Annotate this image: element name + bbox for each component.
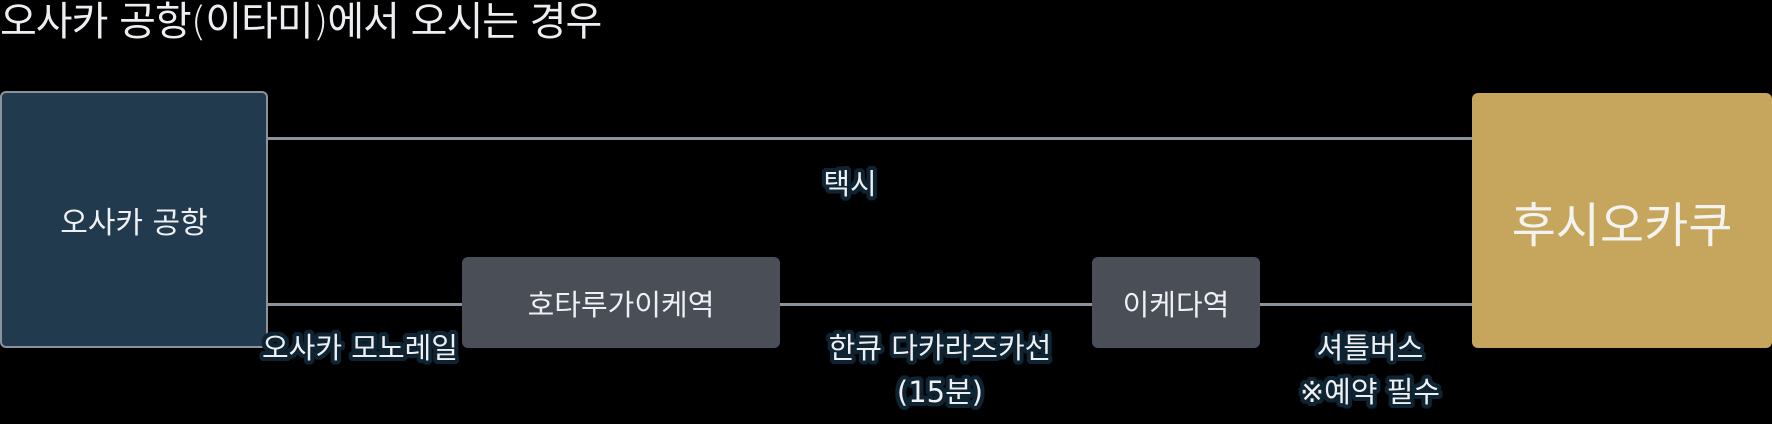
destination-node-fushiokaku: 후시오카쿠 <box>1472 93 1772 348</box>
taxi-route-line <box>266 137 1472 140</box>
station-node-hotarugaike: 호타루가이케역 <box>462 257 780 348</box>
station-node-label: 이케다역 <box>1122 287 1230 322</box>
monorail-label-text: 오사카 모노레일 <box>262 331 458 365</box>
origin-node-label: 오사카 공항 <box>60 205 208 241</box>
shuttle-route-label: 셔틀버스 ※예약 필수 <box>1270 326 1470 414</box>
taxi-route-label: 택시 <box>780 162 920 206</box>
page-title: 오사카 공항(이타미)에서 오시는 경우 <box>0 0 602 45</box>
origin-node-osaka-airport: 오사카 공항 <box>0 91 268 348</box>
monorail-route-line <box>266 303 462 306</box>
hankyu-duration-text: (15분) <box>896 375 984 409</box>
hankyu-route-label: 한큐 다카라즈카선 (15분) <box>790 326 1090 414</box>
taxi-label-text: 택시 <box>823 167 877 201</box>
shuttle-note-text: ※예약 필수 <box>1299 375 1441 409</box>
station-node-ikeda: 이케다역 <box>1092 257 1260 348</box>
shuttle-route-line <box>1260 303 1472 306</box>
hankyu-route-line <box>780 303 1092 306</box>
monorail-route-label: 오사카 모노레일 <box>240 326 480 370</box>
station-node-label: 호타루가이케역 <box>527 287 715 322</box>
destination-node-label: 후시오카쿠 <box>1511 197 1733 254</box>
shuttle-label-text: 셔틀버스 <box>1316 331 1424 365</box>
hankyu-label-text: 한큐 다카라즈카선 <box>828 331 1052 365</box>
